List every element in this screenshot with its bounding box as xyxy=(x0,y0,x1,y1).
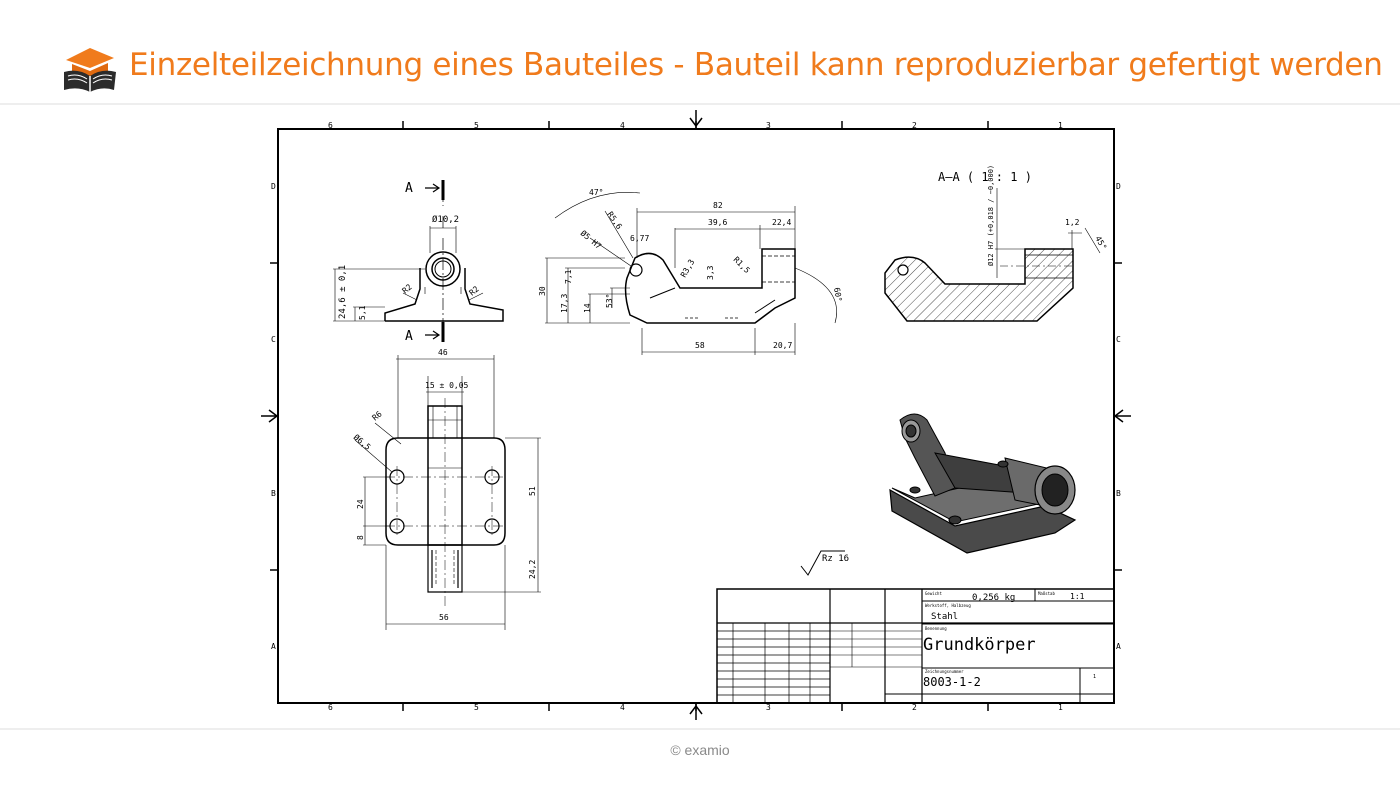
title-scale: 1:1 xyxy=(1070,592,1085,601)
section-mark-upper: A xyxy=(405,181,413,196)
dim-section-1: 1,2 xyxy=(1065,218,1080,227)
dim-front-3: R2 xyxy=(401,282,414,295)
dim-side-1: R5,6 xyxy=(605,210,624,231)
section-label: A–A ( 1 : 1 ) xyxy=(938,170,1032,184)
col-label-3-bottom: 3 xyxy=(766,703,771,712)
col-label-1-bottom: 1 xyxy=(1058,703,1063,712)
dim-front-0: Ø10,2 xyxy=(432,214,459,225)
frame-column-labels: 6 5 4 3 2 1 6 5 4 3 2 1 D C B A D C B A xyxy=(271,121,1121,712)
slide-header: Einzelteilzeichnung eines Bauteiles - Ba… xyxy=(0,0,1400,103)
dim-section-2: 45° xyxy=(1093,235,1108,252)
top-view: 46 15 ± 0,05 R6 Ø6,5 24 8 51 24,2 56 xyxy=(352,348,541,630)
title-mass: 0,256 kg xyxy=(972,593,1015,603)
dim-side-5: 39,6 xyxy=(708,218,727,227)
copyright-footer: © examio xyxy=(670,742,730,758)
col-label-2-bottom: 2 xyxy=(912,703,917,712)
dim-front-1: 24,6 ± 0,1 xyxy=(338,265,348,319)
dim-side-14: 53° xyxy=(605,294,614,308)
row-label-c-left: C xyxy=(271,335,276,344)
centering-marks xyxy=(261,110,1131,720)
dim-side-7: R3,3 xyxy=(679,258,697,279)
col-label-5-top: 5 xyxy=(474,121,479,130)
dim-top-8: 56 xyxy=(439,613,449,622)
title-number-label: Zeichnungsnummer xyxy=(925,669,964,674)
section-view: A–A ( 1 : 1 ) Ø12 H7 (+0,018 / −0,000) 1… xyxy=(884,165,1108,322)
title-number: 8003-1-2 xyxy=(923,675,981,689)
dim-front-2: 5,1 xyxy=(358,305,367,320)
dim-side-8: 3,3 xyxy=(706,265,715,280)
dim-side-10: 7,1 xyxy=(564,269,573,284)
col-label-2-top: 2 xyxy=(912,121,917,130)
title-material-label: Werkstoff, Halbzeug xyxy=(925,603,971,608)
col-label-5-bottom: 5 xyxy=(474,703,479,712)
row-label-a-right: A xyxy=(1116,642,1121,651)
dim-side-15: 60° xyxy=(832,287,843,303)
dim-side-17: 20,7 xyxy=(773,341,792,350)
row-label-d-left: D xyxy=(271,182,276,191)
surface-finish-symbol: Rz 16 xyxy=(800,550,849,576)
col-label-6-top: 6 xyxy=(328,121,333,130)
surface-finish-value: Rz 16 xyxy=(822,554,849,564)
dim-top-3: Ø6,5 xyxy=(352,432,373,452)
title-material: Stahl xyxy=(931,612,958,622)
dim-top-0: 46 xyxy=(438,348,448,357)
dim-side-4: 82 xyxy=(713,201,723,210)
dim-side-11: 30 xyxy=(538,286,547,296)
technical-drawing: 6 5 4 3 2 1 6 5 4 3 2 1 D C B A D C B A … xyxy=(261,110,1131,720)
dim-side-6: 22,4 xyxy=(772,218,791,227)
dim-side-13: 14 xyxy=(583,303,592,313)
title-block: Gewicht 0,256 kg Maßstab 1:1 Werkstoff, … xyxy=(716,588,1115,704)
row-label-d-right: D xyxy=(1116,182,1121,191)
dim-top-1: 15 ± 0,05 xyxy=(425,381,469,390)
dim-side-16: 58 xyxy=(695,341,705,350)
dim-side-3: 6,77 xyxy=(630,234,649,243)
dim-top-7: 24,2 xyxy=(528,560,537,579)
page-title: Einzelteilzeichnung eines Bauteiles - Ba… xyxy=(129,47,1383,83)
graduation-cap-book-icon xyxy=(64,48,116,92)
isometric-view xyxy=(889,413,1077,554)
dim-top-6: 51 xyxy=(528,486,537,496)
dim-top-5: 8 xyxy=(356,535,365,540)
section-mark-lower: A xyxy=(405,329,413,344)
side-view: 47° R5,6 Ø5 H7 6,77 82 39,6 22,4 R3,3 3,… xyxy=(538,188,843,355)
col-label-4-bottom: 4 xyxy=(620,703,625,712)
dim-top-4: 24 xyxy=(356,499,365,509)
dim-side-0: 47° xyxy=(589,188,603,197)
dim-side-12: 17,3 xyxy=(560,294,569,313)
col-label-4-top: 4 xyxy=(620,121,625,130)
title-sheet: 1 xyxy=(1093,674,1096,680)
title-mass-label: Gewicht xyxy=(925,591,942,596)
row-label-b-left: B xyxy=(271,489,276,498)
col-label-1-top: 1 xyxy=(1058,121,1063,130)
title-name: Grundkörper xyxy=(923,635,1036,655)
dim-side-9: R1,5 xyxy=(732,255,752,275)
title-name-label: Benennung xyxy=(925,626,947,631)
dim-top-2: R6 xyxy=(371,409,384,422)
title-scale-label: Maßstab xyxy=(1038,591,1055,596)
col-label-6-bottom: 6 xyxy=(328,703,333,712)
row-label-b-right: B xyxy=(1116,489,1121,498)
header-divider xyxy=(0,103,1400,105)
front-view: A A Ø10,2 24,6 ± 0,1 5,1 R2 R2 xyxy=(333,180,504,344)
footer-divider xyxy=(0,728,1400,730)
row-label-a-left: A xyxy=(271,642,276,651)
col-label-3-top: 3 xyxy=(766,121,771,130)
dim-front-4: R2 xyxy=(468,284,481,297)
row-label-c-right: C xyxy=(1116,335,1121,344)
dim-side-2: Ø5 H7 xyxy=(579,228,604,251)
dim-section-0: Ø12 H7 (+0,018 / −0,000) xyxy=(987,165,995,266)
